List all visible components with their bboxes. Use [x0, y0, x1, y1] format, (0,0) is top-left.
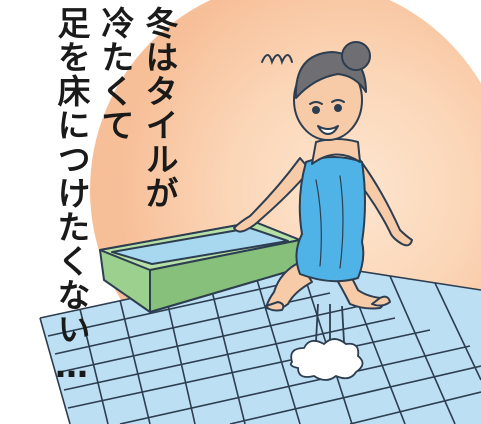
- caption-line-3: 足を床につけたくない…: [52, 6, 91, 386]
- cloud-puff-icon: [289, 338, 364, 381]
- caption-line-2: 冷たくて: [96, 6, 135, 142]
- woman-figure: [233, 41, 413, 312]
- bathtub: [99, 221, 301, 313]
- squiggle-icon: [261, 54, 293, 65]
- motion-lines: [315, 303, 345, 343]
- caption-text: 冬はタイルが 冷たくて 足を床につけたくない…: [49, 6, 181, 416]
- caption-line-1: 冬はタイルが: [140, 6, 179, 210]
